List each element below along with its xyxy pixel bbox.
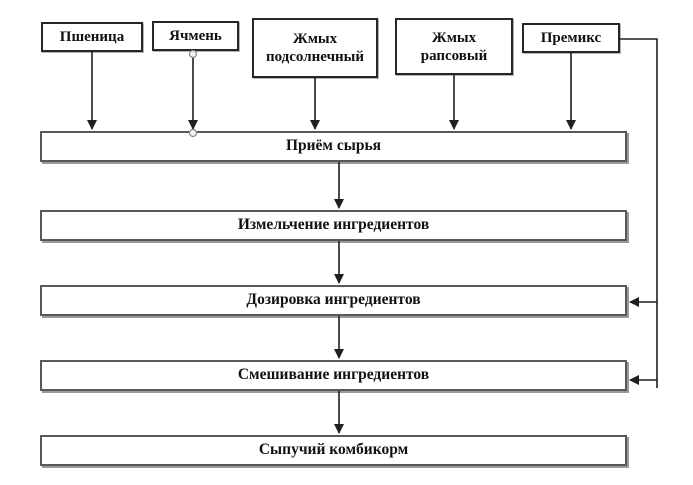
stage-box-loose-compound-feed-label: Сыпучий комбикорм bbox=[258, 441, 409, 459]
source-box-rapeseed-cake-label: Жмых рапсовый bbox=[420, 29, 488, 64]
stage-box-raw-material-intake: Приём сырья bbox=[40, 131, 627, 162]
stage-box-grinding-ingredients-label: Измельчение ингредиентов bbox=[237, 216, 430, 234]
source-box-premix-label: Премикс bbox=[540, 30, 602, 46]
connector-dot bbox=[188, 49, 198, 59]
stage-box-loose-compound-feed: Сыпучий комбикорм bbox=[40, 435, 627, 466]
source-box-premix: Премикс bbox=[522, 23, 620, 53]
source-box-rapeseed-cake: Жмых рапсовый bbox=[395, 18, 513, 75]
source-box-barley: Ячмень bbox=[152, 21, 239, 51]
stage-box-mixing-ingredients-label: Смешивание ингредиентов bbox=[237, 366, 430, 384]
stage-box-raw-material-intake-label: Приём сырья bbox=[285, 137, 382, 155]
stage-box-dosing-ingredients: Дозировка ингредиентов bbox=[40, 285, 627, 316]
source-box-sunflower-cake-label: Жмых подсолнечный bbox=[265, 31, 365, 65]
stage-box-grinding-ingredients: Измельчение ингредиентов bbox=[40, 210, 627, 241]
source-box-barley-label: Ячмень bbox=[169, 28, 222, 44]
source-box-wheat-label: Пшеница bbox=[59, 29, 125, 45]
source-box-wheat: Пшеница bbox=[41, 22, 143, 52]
stage-box-mixing-ingredients: Смешивание ингредиентов bbox=[40, 360, 627, 391]
source-box-sunflower-cake: Жмых подсолнечный bbox=[252, 18, 378, 78]
stage-box-dosing-ingredients-label: Дозировка ингредиентов bbox=[246, 291, 421, 309]
